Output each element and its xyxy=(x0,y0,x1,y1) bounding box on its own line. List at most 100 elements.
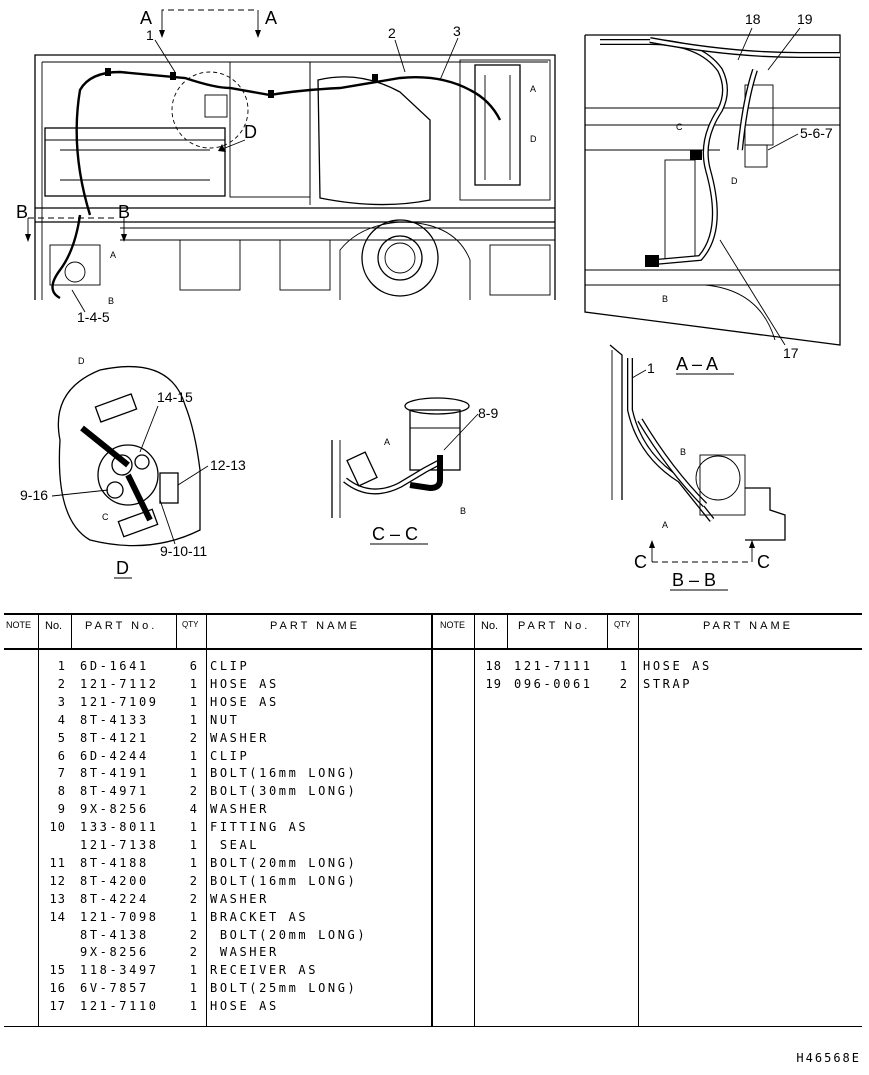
part-name-cell: HOSE AS xyxy=(643,659,712,673)
qty-cell: 2 xyxy=(189,927,198,942)
part-no-cell: 8T-4224 xyxy=(80,891,149,906)
part-name-cell: BOLT(20mm LONG) xyxy=(210,855,358,870)
section-b-right-label: B xyxy=(118,202,130,222)
part-no-cell: 121-7138 xyxy=(80,838,159,852)
part-number-cell: 4 xyxy=(57,712,66,727)
part-no-cell: 121-7109 xyxy=(80,694,159,709)
qty-cell: 1 xyxy=(189,694,198,709)
part-name-cell: WASHER xyxy=(210,730,269,745)
header-qty-left: QTY xyxy=(182,620,199,629)
part-no-cell: 8T-4121 xyxy=(80,730,149,745)
table-header-rule xyxy=(4,648,862,650)
conn-d-label-main: D xyxy=(530,134,537,144)
header-part-no-right: PART No. xyxy=(518,620,591,632)
conn-b-label-aa: B xyxy=(662,294,668,304)
col-rule-part-r xyxy=(607,613,608,649)
part-name-cell: NUT xyxy=(210,712,240,727)
part-number-cell: 3 xyxy=(57,694,66,709)
header-part-name-right: PART NAME xyxy=(703,620,793,632)
part-no-cell: 8T-4200 xyxy=(80,873,149,888)
view-a-a: 18 19 5-6-7 17 C D B A – A xyxy=(584,11,841,375)
table-bottom-rule xyxy=(4,1026,862,1027)
callout-part-1-bb: 1 xyxy=(647,360,655,376)
callout-part-5-6-7: 5-6-7 xyxy=(800,125,833,141)
conn-c-label-aa: C xyxy=(676,122,683,132)
conn-c-label-d: C xyxy=(102,512,109,522)
qty-cell: 2 xyxy=(189,784,198,799)
qty-cell: 1 xyxy=(189,748,198,763)
part-name-cell: RECEIVER AS xyxy=(210,963,319,978)
callout-part-1: 1 xyxy=(146,27,154,43)
col-rule-no xyxy=(71,613,72,649)
view-b-b: 1 B A C C B – B xyxy=(609,344,786,591)
part-name-cell: FITTING AS xyxy=(210,820,309,835)
part-name-cell: CLIP xyxy=(210,748,250,763)
part-number-cell: 10 xyxy=(49,820,66,835)
part-name-cell: HOSE AS xyxy=(210,676,279,691)
main-view: A A xyxy=(16,8,556,325)
qty-cell: 4 xyxy=(189,802,198,817)
part-number-cell: 15 xyxy=(49,963,66,978)
part-name-cell: BOLT(16mm LONG) xyxy=(210,766,358,781)
part-name-cell: STRAP xyxy=(643,676,693,691)
view-d-label: D xyxy=(244,122,257,142)
part-no-cell: 9X-8256 xyxy=(80,802,149,817)
view-c-c-title: C – C xyxy=(372,524,418,544)
header-note-right: NOTE xyxy=(440,620,466,630)
col-rule-qty xyxy=(206,613,207,1027)
qty-cell: 1 xyxy=(189,712,198,727)
part-no-cell: 8T-4188 xyxy=(80,855,149,870)
part-number-cell: 12 xyxy=(49,873,66,888)
section-b-left-label: B xyxy=(16,202,28,222)
qty-cell: 1 xyxy=(189,676,198,691)
part-name-cell: CLIP xyxy=(210,659,250,673)
qty-cell: 1 xyxy=(189,838,198,852)
part-no-cell: 8T-4138 xyxy=(80,927,149,942)
part-name-cell: HOSE AS xyxy=(210,999,279,1014)
part-no-cell: 6V-7857 xyxy=(80,981,149,996)
conn-a-label-cc: A xyxy=(384,437,390,447)
col-rule-part xyxy=(176,613,177,649)
part-number-cell: 2 xyxy=(57,676,66,691)
qty-cell: 1 xyxy=(189,909,198,924)
part-no-cell: 121-7110 xyxy=(80,999,159,1014)
header-part-name-left: PART NAME xyxy=(270,620,360,632)
qty-cell: 2 xyxy=(189,945,198,960)
part-name-cell: WASHER xyxy=(210,802,269,817)
conn-b-label-lower: B xyxy=(108,296,114,306)
col-rule-note xyxy=(38,613,39,1027)
header-no-left: No. xyxy=(45,620,63,632)
callout-part-19: 19 xyxy=(797,11,813,27)
callout-part-17: 17 xyxy=(783,345,799,361)
col-rule-note-r xyxy=(474,613,475,1027)
part-name-cell: BOLT(25mm LONG) xyxy=(210,981,358,996)
qty-cell: 1 xyxy=(189,999,198,1014)
part-no-cell: 9X-8256 xyxy=(80,945,149,960)
part-no-cell: 118-3497 xyxy=(80,963,159,978)
part-number-cell: 7 xyxy=(57,766,66,781)
view-a-a-title: A – A xyxy=(676,354,718,374)
callout-part-9-10-11: 9-10-11 xyxy=(160,543,207,559)
qty-cell: 2 xyxy=(189,891,198,906)
conn-a-label-bb: A xyxy=(662,520,668,530)
qty-cell: 1 xyxy=(189,981,198,996)
part-number-cell: 13 xyxy=(49,891,66,906)
part-number-cell: 17 xyxy=(49,999,66,1014)
part-name-cell: BOLT(30mm LONG) xyxy=(210,784,358,799)
qty-cell: 6 xyxy=(189,659,198,673)
header-note-left: NOTE xyxy=(6,620,32,630)
part-no-cell: 096-0061 xyxy=(514,676,593,691)
qty-cell: 2 xyxy=(189,730,198,745)
qty-cell: 1 xyxy=(619,659,628,673)
part-number-cell: 6 xyxy=(57,748,66,763)
part-name-cell: HOSE AS xyxy=(210,694,279,709)
conn-d-label-d: D xyxy=(78,356,85,366)
qty-cell: 2 xyxy=(189,873,198,888)
part-no-cell: 121-7098 xyxy=(80,909,159,924)
part-no-cell: 6D-4244 xyxy=(80,748,149,763)
header-no-right: No. xyxy=(481,620,499,632)
conn-b-label-cc: B xyxy=(460,506,466,516)
callout-part-9-16: 9-16 xyxy=(20,487,48,503)
view-d-title: D xyxy=(116,558,129,578)
callout-part-18: 18 xyxy=(745,11,761,27)
